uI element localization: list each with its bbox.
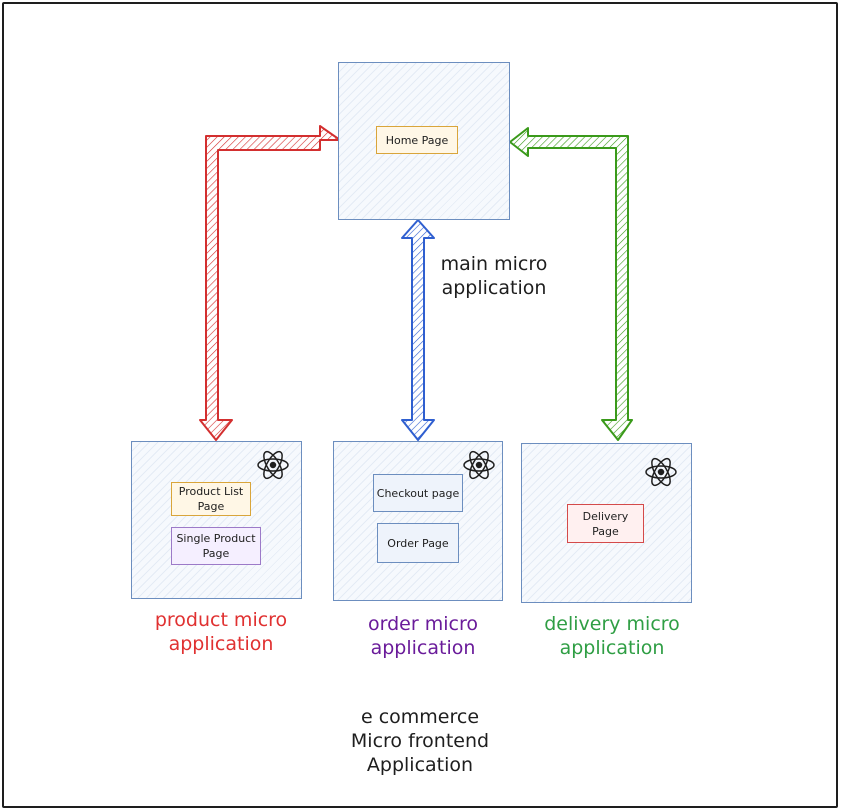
delivery-page-box: Delivery Page <box>567 504 644 543</box>
delivery-page-label: Delivery Page <box>582 509 629 538</box>
order-app-box <box>333 441 503 601</box>
product-list-page-box: Product List Page <box>171 482 251 516</box>
order-page-box: Order Page <box>377 523 459 563</box>
single-product-page-label: Single Product Page <box>176 532 256 560</box>
product-list-page-label: Product List Page <box>178 485 244 513</box>
product-app-label: product micro application <box>154 609 288 655</box>
checkout-page-box: Checkout page <box>373 474 463 512</box>
main-app-box <box>338 62 510 220</box>
home-page-label: Home Page <box>385 133 449 147</box>
arrow-main-order <box>401 219 435 441</box>
main-app-label: main micro application <box>440 253 548 299</box>
checkout-page-label: Checkout page <box>376 486 460 500</box>
single-product-page-box: Single Product Page <box>171 527 261 565</box>
product-app-box <box>131 441 302 599</box>
home-page-box: Home Page <box>376 126 458 154</box>
order-app-label: order micro application <box>368 613 478 659</box>
order-page-label: Order Page <box>387 536 449 550</box>
delivery-app-label: delivery micro application <box>544 613 680 659</box>
diagram-title: e commerce Micro frontend Application <box>350 706 490 776</box>
arrow-main-delivery <box>509 127 633 441</box>
arrow-main-product <box>199 125 341 441</box>
